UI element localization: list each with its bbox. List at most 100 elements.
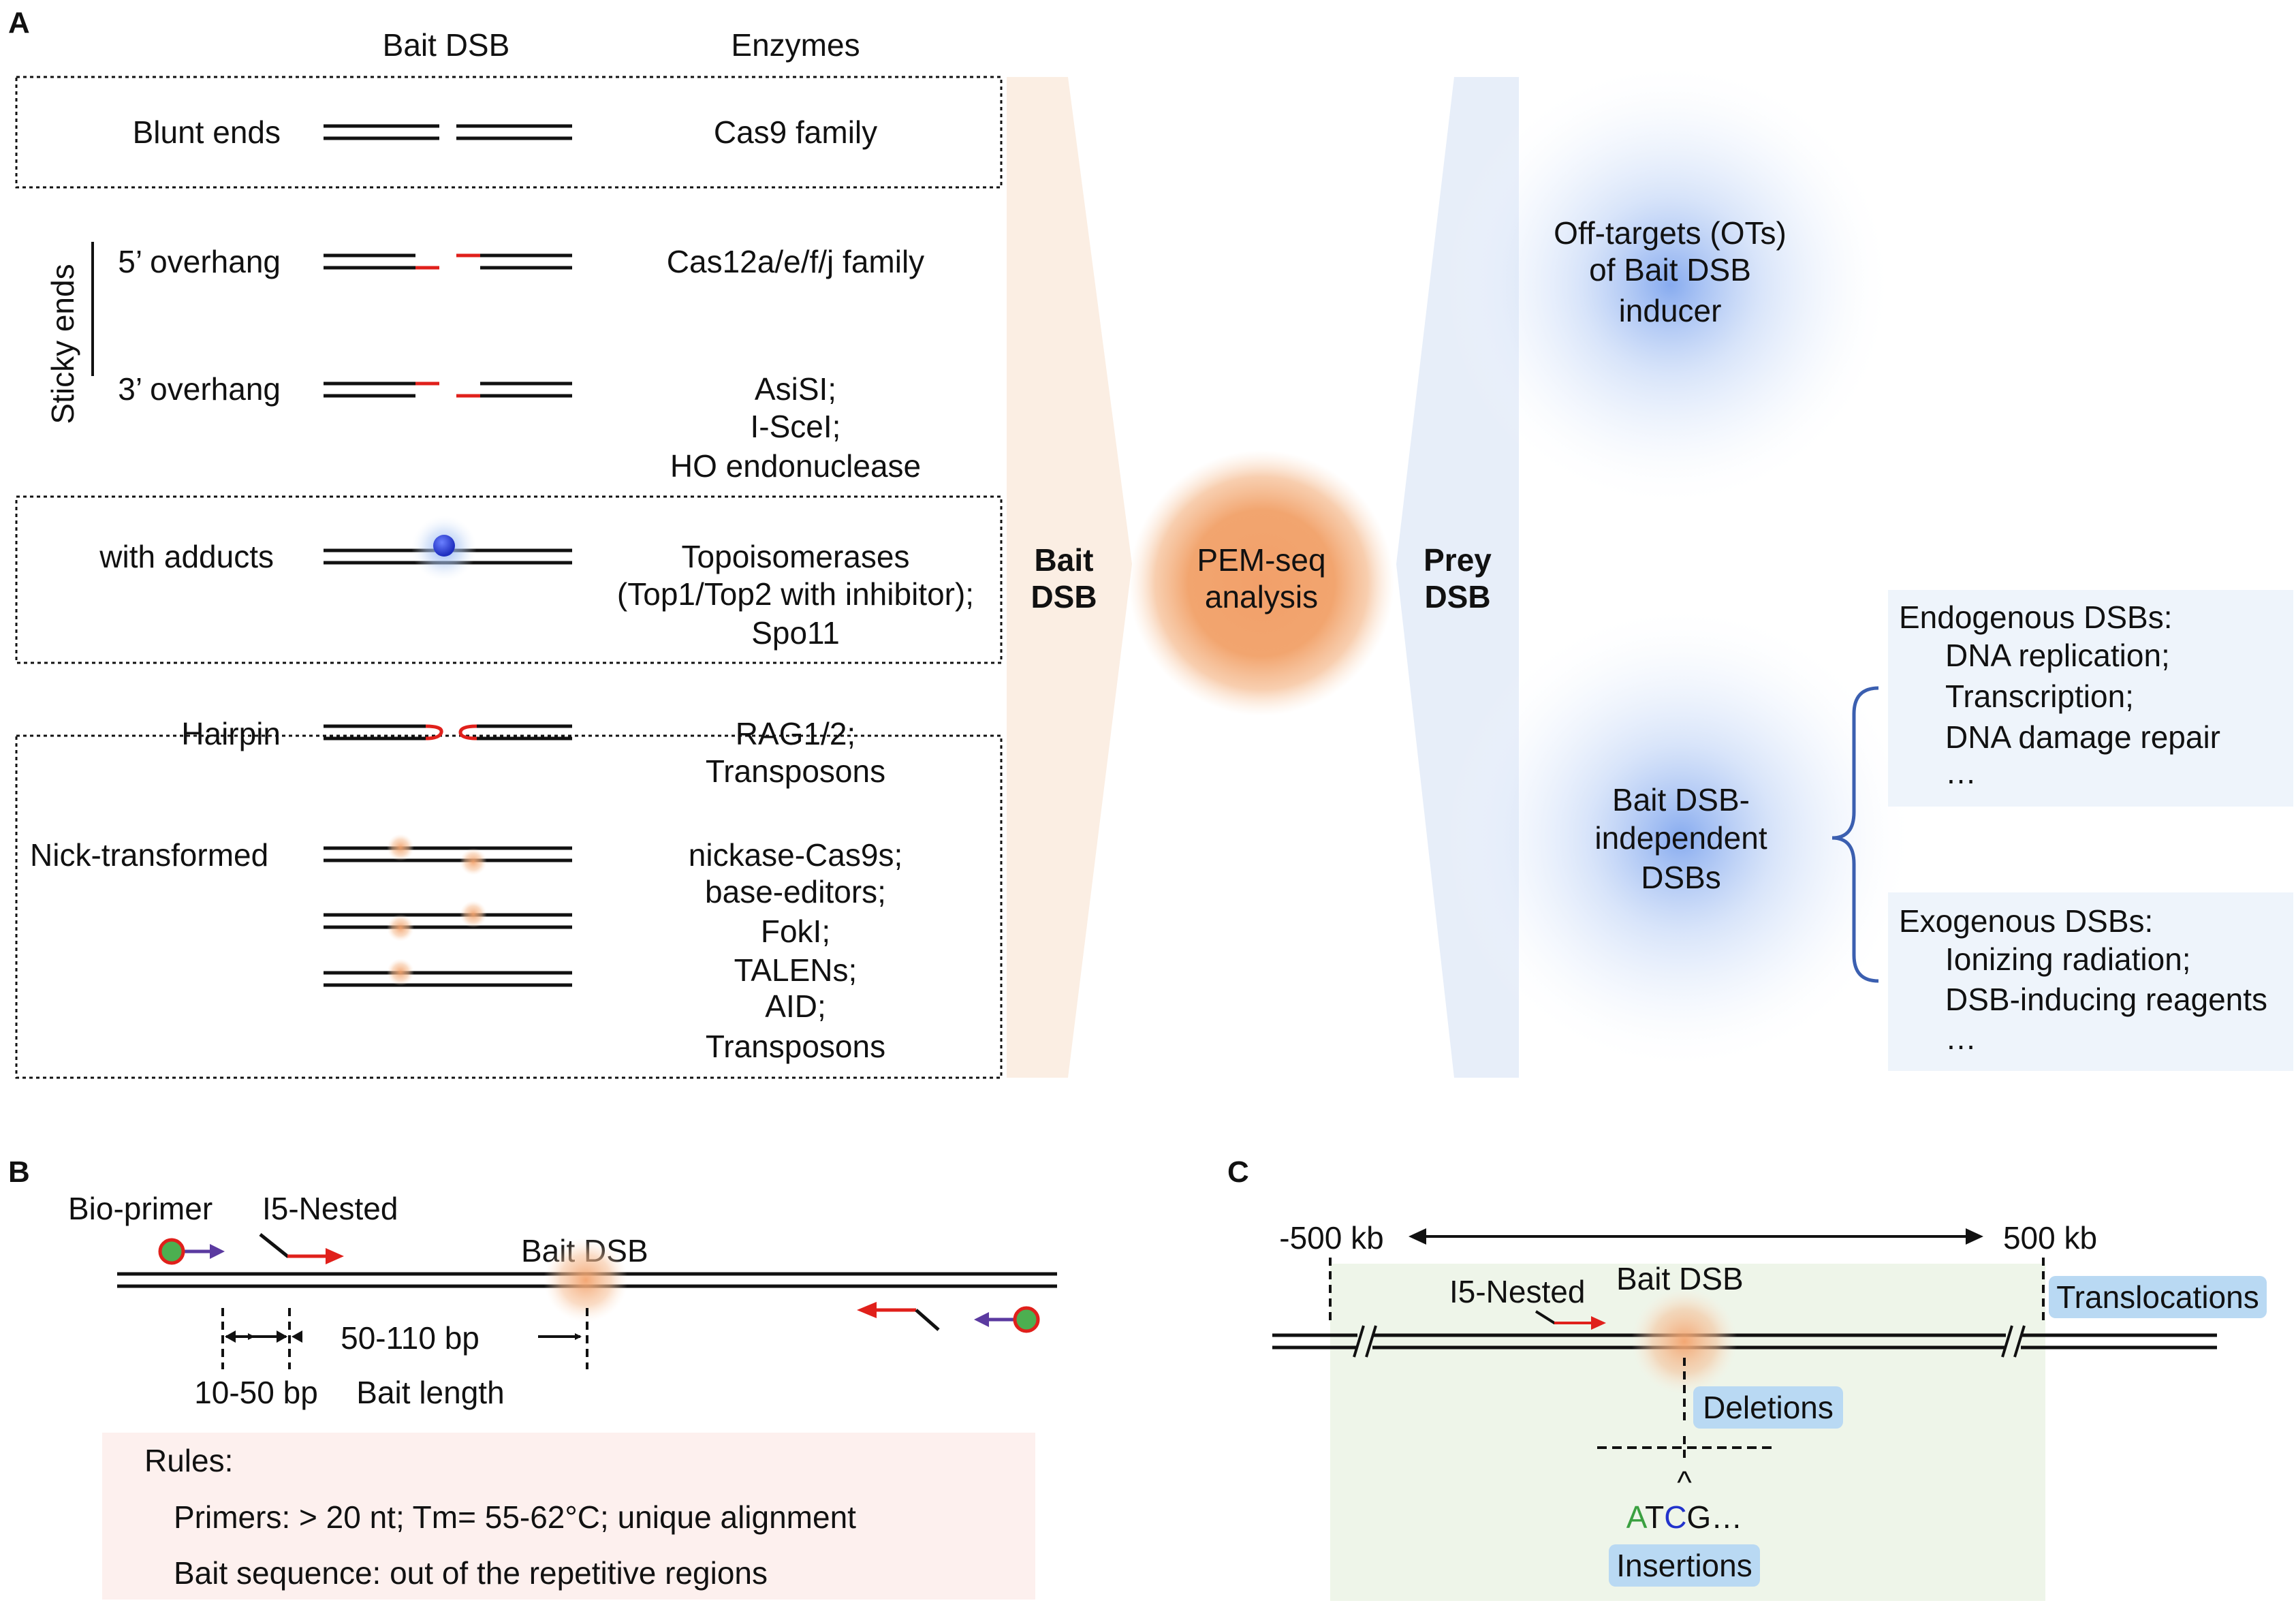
independent-line-1: Bait DSB- <box>1612 782 1750 817</box>
enzyme-base-editors: base-editors; <box>705 874 886 909</box>
enzyme-aid: AID; <box>765 988 825 1024</box>
endogenous-item-2: Transcription; <box>1945 679 2134 714</box>
panel-b-letter: B <box>8 1155 30 1189</box>
span-arrow-right-head <box>1966 1228 1983 1245</box>
enzyme-foki: FokI; <box>761 914 830 949</box>
deletions-badge <box>1693 1386 1843 1429</box>
enzyme-transposons-2: Transposons <box>706 1029 885 1064</box>
label-minus-500: -500 kb <box>1279 1220 1383 1256</box>
i5-nested-arrow-c <box>1535 1310 1606 1330</box>
box-adducts <box>15 495 1003 664</box>
insertions-label: Insertions <box>1616 1548 1752 1583</box>
panel-a: A Bait DSB Enzymes Blunt ends Cas9 famil… <box>8 6 2293 1079</box>
dna-3-overhang <box>324 381 572 398</box>
curly-bracket <box>1831 686 1879 983</box>
label-5-overhang: 5’ overhang <box>118 244 281 279</box>
independent-glow <box>1446 603 1916 1073</box>
translocations-badge <box>2049 1276 2267 1318</box>
bait-dsb-label-1: Bait <box>1035 542 1094 578</box>
off-targets-line-2: of Bait DSB <box>1589 252 1751 287</box>
endogenous-item-3: DNA damage repair <box>1945 719 2220 755</box>
i5-nested-label-c: I5-Nested <box>1449 1274 1585 1309</box>
exogenous-box <box>1888 892 2293 1071</box>
ins-a: A <box>1626 1499 1648 1535</box>
dist-50-110: 50-110 bp <box>341 1320 479 1356</box>
exogenous-item-3: … <box>1945 1020 1977 1056</box>
exogenous-item-2: DSB-inducing reagents <box>1945 982 2267 1017</box>
arrow-head-left-50-110 <box>292 1330 302 1343</box>
rule-bait: Bait sequence: out of the repetitive reg… <box>174 1555 768 1591</box>
distance-markers <box>221 1308 588 1369</box>
bait-dsb-label-2: DSB <box>1031 579 1097 614</box>
bio-primer-reverse <box>974 1306 1040 1333</box>
panel-c: C -500 kb 500 kb I5-Nested Bait DSB <box>1227 1155 2267 1601</box>
label-sticky-ends: Sticky ends <box>45 264 80 424</box>
arrow-head-right-10-50 <box>277 1330 287 1343</box>
enzyme-i-scei: I-SceI; <box>751 409 841 444</box>
label-3-overhang: 3’ overhang <box>118 371 281 407</box>
bait-dsb-glow-c <box>1631 1288 1737 1394</box>
dna-5-overhang <box>324 253 572 270</box>
panel-c-letter: C <box>1227 1155 1249 1189</box>
i5-nested-reverse <box>857 1302 940 1331</box>
label-plus-500: 500 kb <box>2003 1220 2097 1256</box>
enzyme-topo: Topoisomerases <box>682 539 910 574</box>
enzyme-cas12: Cas12a/e/f/j family <box>667 244 924 279</box>
enzyme-cas9: Cas9 family <box>714 114 877 150</box>
endogenous-item-1: DNA replication; <box>1945 638 2170 673</box>
dna-blunt <box>324 124 572 140</box>
break-marks <box>1353 1325 2026 1358</box>
enzyme-nickase: nickase-Cas9s; <box>689 837 902 873</box>
rule-primers: Primers: > 20 nt; Tm= 55-62°C; unique al… <box>174 1499 856 1535</box>
enzyme-ho: HO endonuclease <box>670 448 921 484</box>
pem-seq-label-2: analysis <box>1205 579 1318 614</box>
insertion-sequence: ATCG… <box>1626 1499 1742 1535</box>
bait-dsb-label-c: Bait DSB <box>1616 1261 1744 1296</box>
rules-box <box>102 1433 1035 1600</box>
endogenous-title: Endogenous DSBs: <box>1899 599 2173 635</box>
i5-nested-label: I5-Nested <box>262 1191 398 1226</box>
bio-primer-label: Bio-primer <box>68 1191 213 1226</box>
insertion-caret: ^ <box>1677 1465 1692 1500</box>
box-blunt <box>15 76 1003 189</box>
enzyme-rag: RAG1/2; <box>736 716 855 751</box>
header-enzymes: Enzymes <box>731 27 860 63</box>
pem-seq-circle <box>1129 450 1394 716</box>
bait-dsb-glow-b <box>544 1238 628 1322</box>
enzyme-top1-top2: (Top1/Top2 with inhibitor); <box>617 576 974 612</box>
prey-dsb-label-1: Prey <box>1424 542 1492 578</box>
translocations-label: Translocations <box>2056 1279 2259 1315</box>
arrow-head-left-10-50 <box>225 1330 236 1343</box>
enzyme-asisi: AsiSI; <box>755 371 836 407</box>
panel-b: B Bio-primer I5-Nested Bait DSB <box>8 1155 1057 1600</box>
label-hairpin: Hairpin <box>181 716 281 751</box>
i5-nested-forward <box>259 1233 344 1264</box>
ins-rest: G… <box>1686 1499 1742 1535</box>
endogenous-box <box>1888 590 2293 807</box>
independent-line-2: independent <box>1594 820 1767 856</box>
endogenous-item-4: … <box>1945 755 1977 790</box>
span-arrow-left-head <box>1409 1228 1426 1245</box>
label-with-adducts: with adducts <box>99 539 274 574</box>
dna-nick <box>324 846 572 987</box>
rules-title: Rules: <box>144 1443 233 1478</box>
off-targets-glow <box>1445 60 1895 510</box>
enzyme-transposons-1: Transposons <box>706 753 885 789</box>
ins-t: T <box>1645 1499 1664 1535</box>
ins-c: C <box>1664 1499 1686 1535</box>
enzyme-talens: TALENs; <box>734 952 858 988</box>
header-bait-dsb: Bait DSB <box>383 27 510 63</box>
prey-dsb-label-2: DSB <box>1424 579 1490 614</box>
off-targets-line-3: inducer <box>1619 293 1722 328</box>
exogenous-title: Exogenous DSBs: <box>1899 903 2153 939</box>
box-nick <box>15 734 1003 1079</box>
dna-hairpin <box>324 724 572 741</box>
insertions-badge <box>1609 1544 1760 1587</box>
bait-length-label: Bait length <box>356 1375 504 1410</box>
off-targets-line-1: Off-targets (OTs) <box>1554 215 1787 251</box>
bio-primer-forward <box>158 1238 225 1265</box>
bait-funnel <box>1007 77 1132 1078</box>
panel-a-letter: A <box>8 6 30 40</box>
label-nick-transformed: Nick-transformed <box>30 837 268 873</box>
